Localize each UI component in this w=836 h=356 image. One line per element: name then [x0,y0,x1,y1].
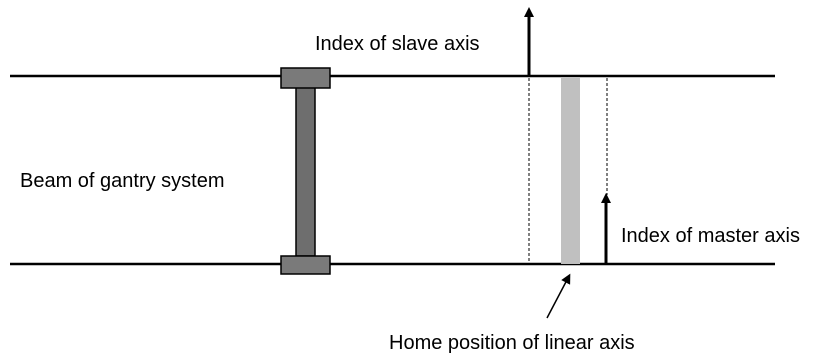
home-position-label: Home position of linear axis [389,332,635,354]
slave-index-label: Index of slave axis [315,33,480,55]
beam-top-carriage [280,67,331,89]
beam-bottom-carriage [280,255,331,275]
beam-body [295,85,316,257]
master-index-label: Index of master axis [621,225,800,247]
home-position-marker [561,77,580,264]
beam-label: Beam of gantry system [20,170,225,192]
home-position-pointer [546,273,571,319]
